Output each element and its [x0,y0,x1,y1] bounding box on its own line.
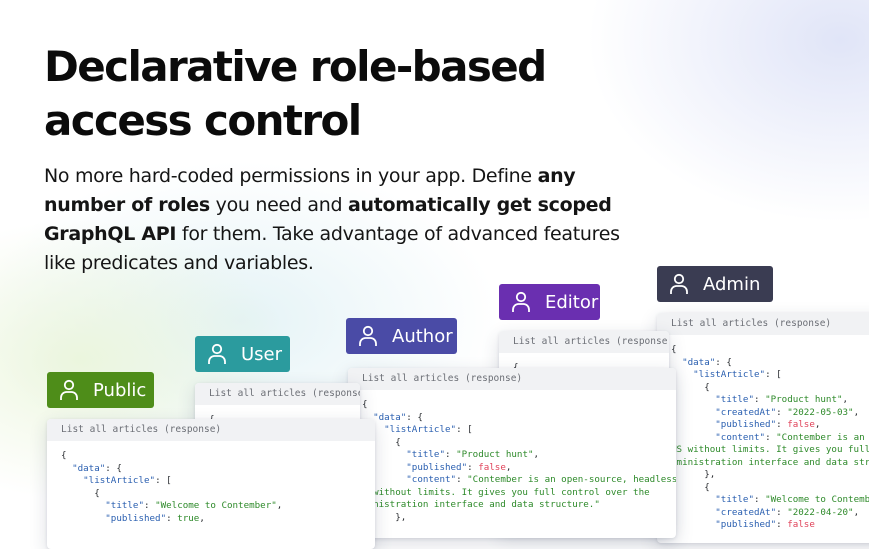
response-card-admin: List all articles (response) { "data": {… [657,313,869,543]
card-header: List all articles (response) [348,368,676,390]
card-header: List all articles (response) [47,419,375,441]
code-block-public: { "data": { "listArticle": [ { "title": … [61,450,283,524]
role-badge-user[interactable]: User [195,336,290,372]
role-badge-public[interactable]: Public [47,372,154,408]
response-card-author: List all articles (response) { "data": {… [348,368,676,538]
user-icon [60,379,78,400]
response-card-public: List all articles (response) { "data": {… [47,419,375,549]
description-bold-1: any number of roles [44,165,576,216]
code-block-editor: { [499,353,669,375]
role-badge-label: User [241,343,283,365]
page-description: No more hard-coded permissions in your a… [44,162,629,278]
role-badge-editor[interactable]: Editor [499,284,600,320]
card-header: List all articles (response) [657,313,869,335]
user-icon [512,291,530,312]
role-badge-label: Public [93,379,147,401]
role-badge-author[interactable]: Author [346,318,457,354]
description-bold-2: automatically get scoped GraphQL API [44,194,612,245]
card-header: List all articles (response) [195,383,360,405]
description-text-3: for them. Take advantage of advanced fea… [44,223,620,274]
role-badge-label: Author [392,325,453,347]
description-text-1: No more hard-coded permissions in your a… [44,165,538,187]
role-badge-label: Admin [703,273,761,295]
user-icon [359,325,377,346]
page-headline: Declarative role-based access control [44,40,664,148]
user-icon [208,343,226,364]
code-block-author: { "data": { "listArticle": [ { "title": … [362,399,676,523]
headline-line-1: Declarative role-based [44,42,547,91]
description-text-2: you need and [209,194,348,216]
card-header: List all articles (response) [499,331,669,353]
headline-line-2: access control [44,96,362,145]
role-badge-label: Editor [545,291,599,313]
code-block-admin: { "data": { "listArticle": [ { "title": … [671,344,869,530]
user-icon [670,273,688,294]
role-badge-admin[interactable]: Admin [657,266,773,302]
